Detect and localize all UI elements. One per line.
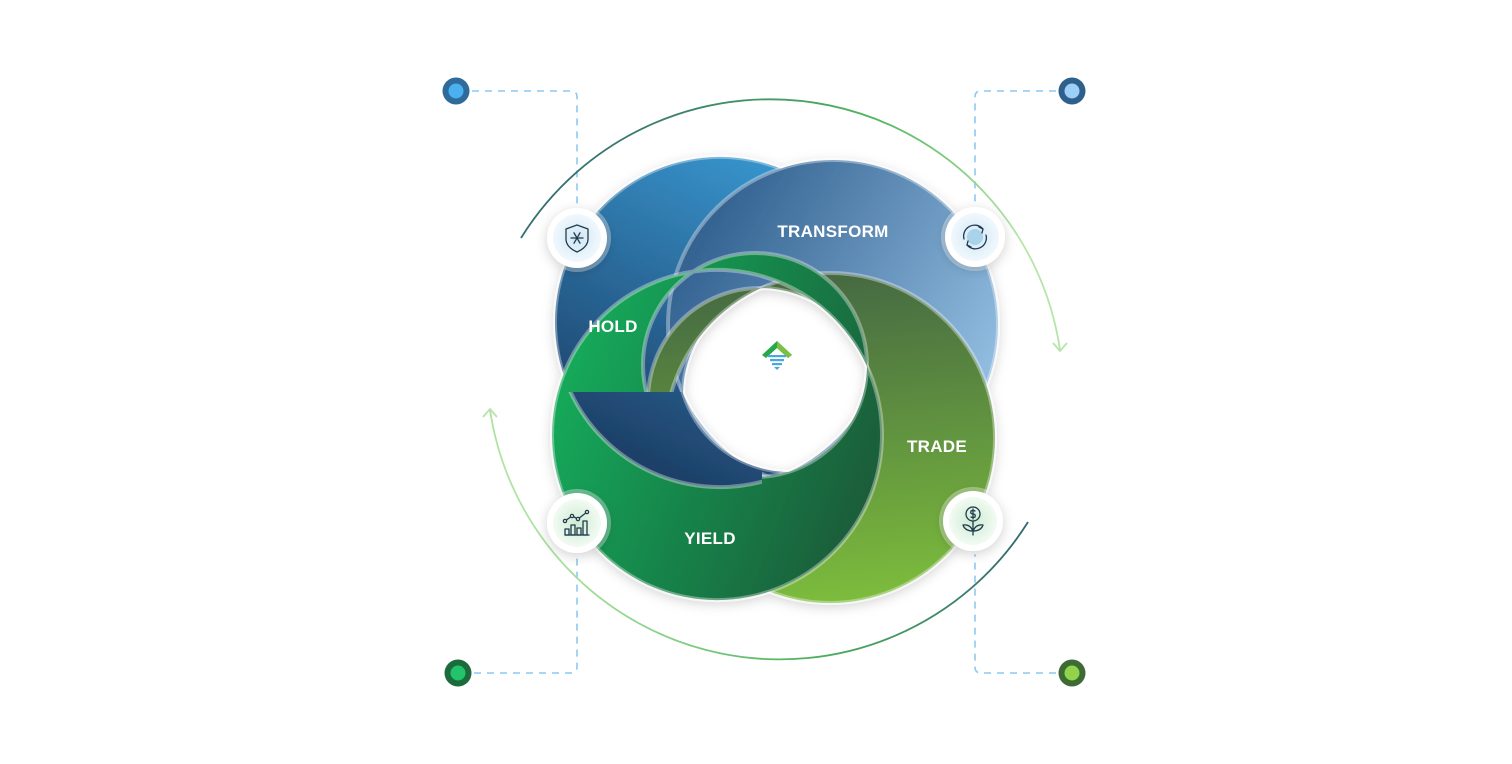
corner-dot-top-left [442,77,470,105]
hold-icon-badge[interactable] [543,204,611,272]
arrow-head-left [482,407,498,418]
label-yield: YIELD [684,529,736,548]
label-hold: HOLD [588,317,637,336]
cycle-arc-bottom [489,409,1029,661]
cycle-arc-top [520,98,1061,351]
refresh-cycle-icon [962,224,988,250]
growth-chart-icon [562,509,590,536]
yield-icon-badge[interactable] [543,489,611,557]
label-trade: TRADE [907,437,967,456]
dashed-connectors [472,90,1056,674]
connector-yield [474,556,578,674]
trade-icon-badge[interactable] [939,487,1007,555]
corner-dot-bottom-left [444,659,472,687]
center-logo [762,341,792,370]
connector-transform [974,90,1056,205]
connector-hold [472,90,578,205]
corner-dot-top-right [1058,77,1086,105]
corner-dot-bottom-right [1058,659,1086,687]
label-transform: TRANSFORM [777,222,888,241]
shield-snowflake-icon [565,224,589,253]
transform-icon-badge[interactable] [941,203,1009,271]
dollar-plant-icon [962,506,984,536]
arrow-head-right [1052,342,1068,353]
segment-hold-overlap[interactable] [555,157,902,489]
connector-trade [974,554,1056,674]
